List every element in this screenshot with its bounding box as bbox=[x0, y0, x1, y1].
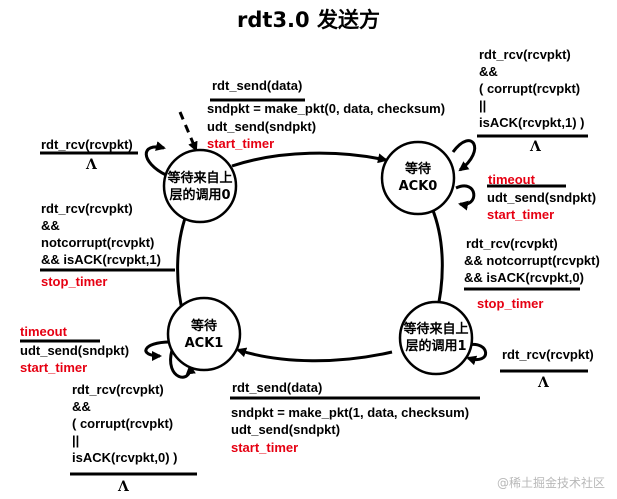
diagram-title: rdt3.0 发送方 bbox=[237, 8, 380, 32]
loop-ack1-timeout bbox=[144, 340, 171, 361]
ack1-loop-lambda: Λ bbox=[118, 479, 129, 495]
call0-loop-event: rdt_rcv(rcvpkt) bbox=[41, 137, 133, 152]
top-event: rdt_send(data) bbox=[212, 78, 303, 93]
state-label-wait-ack0: 等待 ACK0 bbox=[398, 162, 438, 194]
ack0-loop-cond-2: && bbox=[479, 64, 498, 79]
right-cond-2: && notcorrupt(rcvpkt) bbox=[464, 253, 600, 268]
left-action-stop-timer: stop_timer bbox=[41, 274, 108, 289]
ack1-loop-cond-1: rdt_rcv(rcvpkt) bbox=[72, 382, 164, 397]
loop-ack0-timeout bbox=[455, 184, 476, 211]
ack1-timeout-udt-send: udt_send(sndpkt) bbox=[20, 343, 130, 358]
ack0-timeout-event: timeout bbox=[488, 172, 535, 187]
arrow-ack0-to-call1 bbox=[430, 207, 444, 318]
call1-loop-event: rdt_rcv(rcvpkt) bbox=[502, 347, 594, 362]
loop-call1 bbox=[466, 342, 488, 366]
ack0-loop-cond-5: isACK(rcvpkt,1) ) bbox=[479, 115, 585, 130]
ack0-loop-lambda: Λ bbox=[530, 139, 541, 155]
ack0-loop-cond-1: rdt_rcv(rcvpkt) bbox=[479, 47, 571, 62]
call1-loop-lambda: Λ bbox=[538, 375, 549, 391]
ack1-loop-cond-5: isACK(rcvpkt,0) ) bbox=[72, 450, 178, 465]
top-action-start-timer: start_timer bbox=[207, 136, 275, 151]
ack1-timeout-start-timer: start_timer bbox=[20, 360, 88, 375]
ack1-loop-cond-3: ( corrupt(rcvpkt) bbox=[72, 416, 174, 431]
ack1-loop-cond-4: || bbox=[72, 433, 80, 448]
ack0-loop-cond-3: ( corrupt(rcvpkt) bbox=[479, 81, 581, 96]
ack0-timeout-udt-send: udt_send(sndpkt) bbox=[487, 190, 597, 205]
ack0-loop-cond-4: || bbox=[479, 98, 487, 113]
state-wait-call1 bbox=[398, 300, 474, 376]
left-cond-4: && isACK(rcvpkt,1) bbox=[41, 252, 161, 267]
watermark: @稀土掘金技术社区 bbox=[496, 476, 605, 490]
bottom-action-start-timer: start_timer bbox=[231, 440, 299, 455]
loop-ack0-top bbox=[451, 139, 477, 172]
ack1-loop-cond-2: && bbox=[72, 399, 91, 414]
bottom-action-make-pkt: sndpkt = make_pkt(1, data, checksum) bbox=[231, 405, 470, 420]
initial-arrow bbox=[178, 111, 198, 152]
arrow-call0-to-ack0 bbox=[231, 151, 388, 168]
bottom-action-udt-send: udt_send(sndpkt) bbox=[231, 422, 341, 437]
state-wait-ack1 bbox=[166, 296, 242, 372]
state-wait-call0 bbox=[162, 148, 238, 224]
loop-ack1 bbox=[169, 349, 196, 379]
arrow-call1-to-ack1 bbox=[236, 347, 393, 363]
right-cond-1: rdt_rcv(rcvpkt) bbox=[466, 236, 558, 251]
ack1-timeout-event: timeout bbox=[20, 324, 67, 339]
right-cond-3: && isACK(rcvpkt,0) bbox=[464, 270, 584, 285]
state-wait-ack0 bbox=[380, 140, 456, 216]
right-action-stop-timer: stop_timer bbox=[477, 296, 544, 311]
top-action-udt-send: udt_send(sndpkt) bbox=[207, 119, 317, 134]
top-action-make-pkt: sndpkt = make_pkt(0, data, checksum) bbox=[207, 101, 446, 116]
left-cond-2: && bbox=[41, 218, 60, 233]
left-cond-1: rdt_rcv(rcvpkt) bbox=[41, 201, 133, 216]
bottom-event: rdt_send(data) bbox=[232, 380, 323, 395]
state-label-wait-ack1: 等待 ACK1 bbox=[184, 319, 224, 351]
call0-loop-lambda: Λ bbox=[86, 157, 97, 173]
state-label-wait-call1: 等待来自上 层的调用1 bbox=[403, 322, 469, 354]
left-cond-3: notcorrupt(rcvpkt) bbox=[41, 235, 155, 250]
state-label-wait-call0: 等待来自上 层的调用0 bbox=[167, 171, 233, 203]
loop-call0 bbox=[144, 141, 167, 177]
ack0-timeout-start-timer: start_timer bbox=[487, 207, 555, 222]
